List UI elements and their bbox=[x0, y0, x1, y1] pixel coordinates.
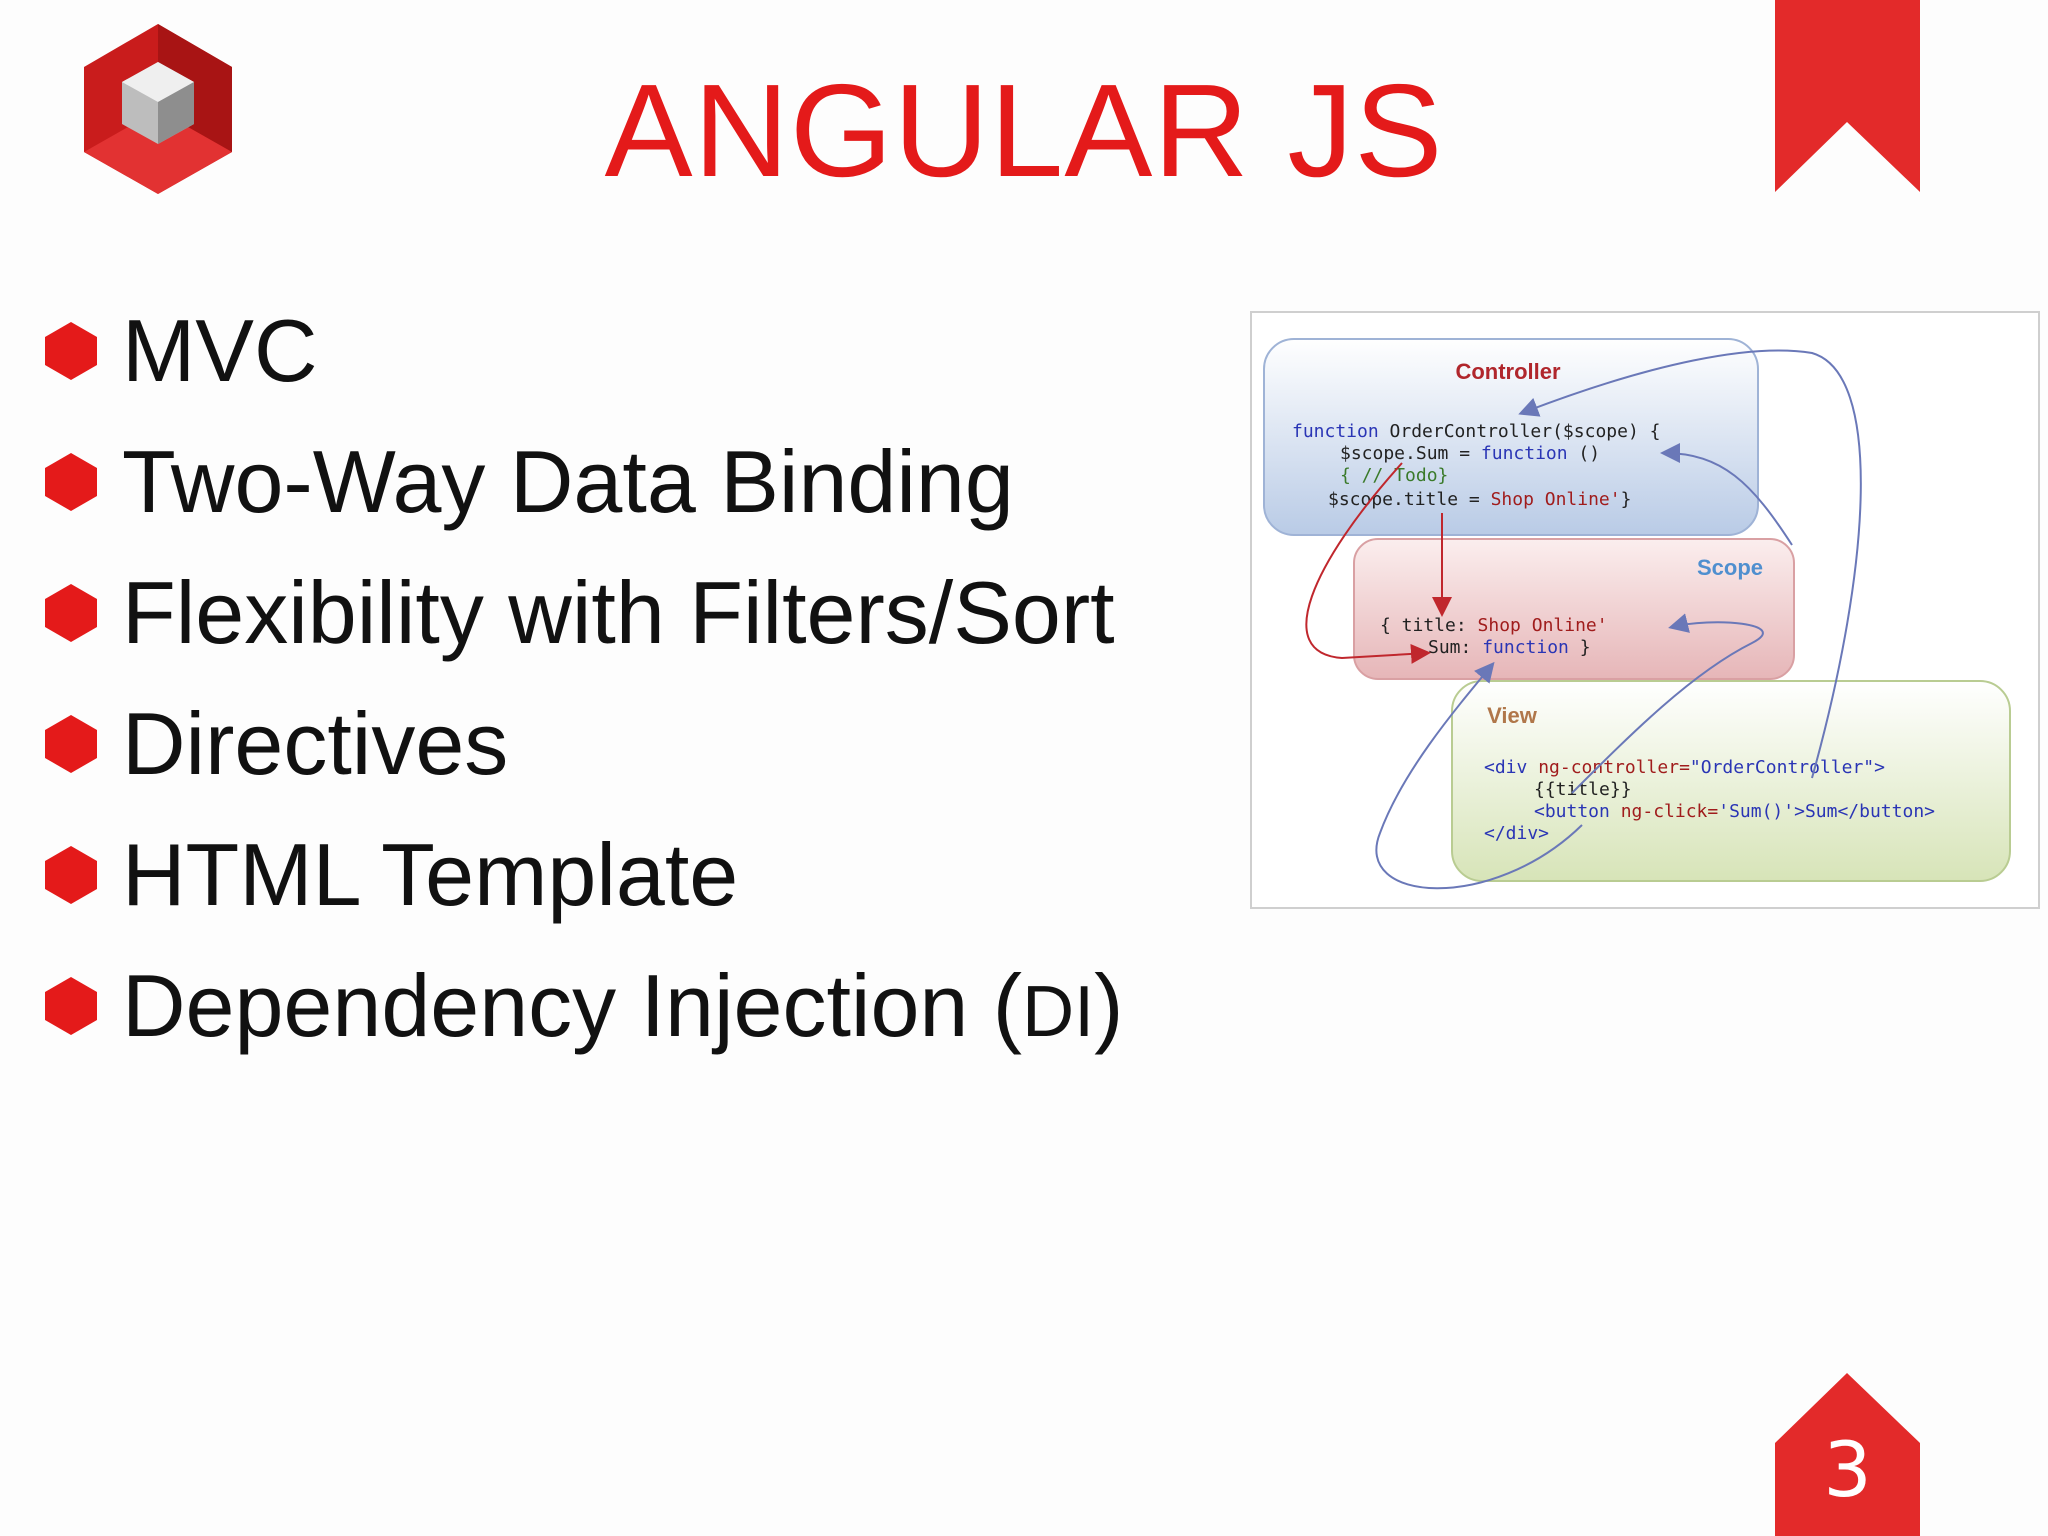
bullet-text: Dependency Injection (DI) bbox=[122, 955, 1123, 1057]
bullet-text-tail: ) bbox=[1094, 955, 1124, 1055]
bullet-text: Flexibility with Filters/Sort bbox=[122, 562, 1115, 662]
hexagon-bullet-icon bbox=[45, 321, 97, 380]
arrow-click-binding bbox=[1375, 661, 1583, 890]
view-code-line: <button ng-click='Sum()'>Sum</button> bbox=[1534, 801, 1935, 822]
view-code: <div ng-controller="OrderController"> {{… bbox=[1484, 757, 1935, 844]
bullet-item-mvc: MVC bbox=[40, 285, 1123, 416]
arrow-sum-binding bbox=[1305, 462, 1431, 664]
arrow-scope-to-controller bbox=[1660, 443, 1793, 546]
hexagon-bullet-icon bbox=[45, 714, 97, 773]
hexagon-bullet-icon bbox=[45, 583, 97, 642]
view-code-line: </div> bbox=[1484, 823, 1549, 844]
bullet-list: MVC Two-Way Data Binding Flexibility wit… bbox=[40, 285, 1123, 1071]
bullet-text-main: Dependency Injection ( bbox=[122, 955, 1023, 1055]
scope-code-line: Sum: function } bbox=[1428, 637, 1591, 658]
controller-code: function OrderController($scope) { $scop… bbox=[1292, 421, 1660, 510]
scope-code-line: { title: Shop Online' bbox=[1380, 615, 1608, 636]
view-box bbox=[1451, 680, 2011, 882]
bullet-item-html-template: HTML Template bbox=[40, 809, 1123, 940]
scope-code: { title: Shop Online' Sum: function } bbox=[1380, 615, 1608, 658]
cube-hexagon-logo bbox=[84, 24, 232, 194]
bookmark-icon bbox=[1775, 0, 1920, 192]
view-label: View bbox=[1487, 703, 1538, 728]
mvc-diagram: Controller function OrderController($sco… bbox=[1250, 311, 2040, 909]
scope-label: Scope bbox=[1697, 555, 1763, 580]
arrow-title-binding bbox=[1571, 613, 1764, 794]
view-code-line: {{title}} bbox=[1534, 779, 1632, 800]
bullet-text: MVC bbox=[122, 300, 318, 400]
page-number: 3 bbox=[1823, 1425, 1872, 1514]
binding-arrows bbox=[1305, 349, 1862, 890]
scope-box bbox=[1353, 538, 1795, 680]
bullet-text: Two-Way Data Binding bbox=[122, 431, 1014, 531]
hexagon-bullet-icon bbox=[45, 452, 97, 511]
bullet-text-abbrev: DI bbox=[1022, 971, 1095, 1052]
hexagon-bullet-icon bbox=[45, 976, 97, 1035]
bullet-text: Directives bbox=[122, 693, 509, 793]
bullet-item-dependency-injection: Dependency Injection (DI) bbox=[40, 940, 1123, 1071]
view-code-line: <div ng-controller="OrderController"> bbox=[1484, 757, 1885, 778]
controller-code-line: { // Todo} bbox=[1340, 465, 1448, 486]
page-number-badge bbox=[1775, 1373, 1920, 1536]
controller-box bbox=[1263, 338, 1759, 536]
controller-code-line: $scope.title = Shop Online'} bbox=[1328, 489, 1631, 510]
controller-code-line: function OrderController($scope) { bbox=[1292, 421, 1660, 442]
bullet-text: HTML Template bbox=[122, 824, 739, 924]
arrow-view-to-controller bbox=[1518, 349, 1862, 779]
slide-title: ANGULAR JS bbox=[604, 57, 1444, 204]
controller-label: Controller bbox=[1455, 359, 1561, 384]
hexagon-bullet-icon bbox=[45, 845, 97, 904]
bullet-item-two-way-binding: Two-Way Data Binding bbox=[40, 416, 1123, 547]
bullet-item-directives: Directives bbox=[40, 678, 1123, 809]
controller-code-line: $scope.Sum = function () bbox=[1340, 443, 1600, 464]
bullet-item-filters-sort: Flexibility with Filters/Sort bbox=[40, 547, 1123, 678]
